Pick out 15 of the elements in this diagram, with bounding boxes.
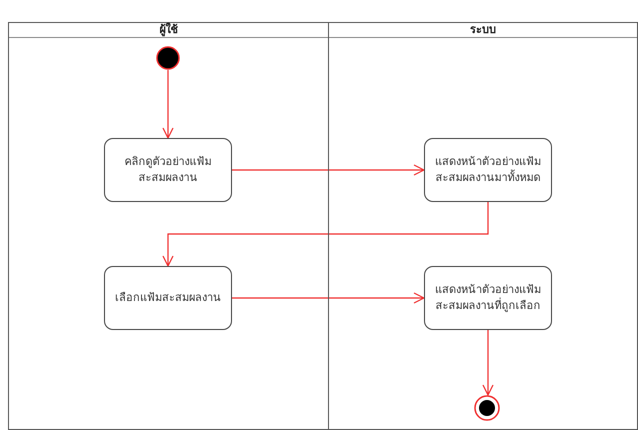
end-node [474, 395, 500, 421]
action-box: แสดงหน้าตัวอย่างแฟ้มสะสมผลงานที่ถูกเลือก [424, 266, 552, 330]
action-box: แสดงหน้าตัวอย่างแฟ้มสะสมผลงานมาทั้งหมด [424, 138, 552, 202]
arrow [232, 292, 425, 304]
arrow [162, 202, 489, 267]
arrow [482, 330, 494, 396]
lane-header: ระบบ [329, 23, 637, 38]
action-box: เลือกแฟ้มสะสมผลงาน [104, 266, 232, 330]
swimlane [328, 22, 638, 430]
swimlane [8, 22, 329, 430]
arrow [162, 70, 174, 139]
arrow [232, 164, 425, 176]
action-box: คลิกดูตัวอย่างแฟ้มสะสมผลงาน [104, 138, 232, 202]
lane-header: ผู้ใช้ [9, 23, 328, 38]
start-node [156, 46, 180, 70]
